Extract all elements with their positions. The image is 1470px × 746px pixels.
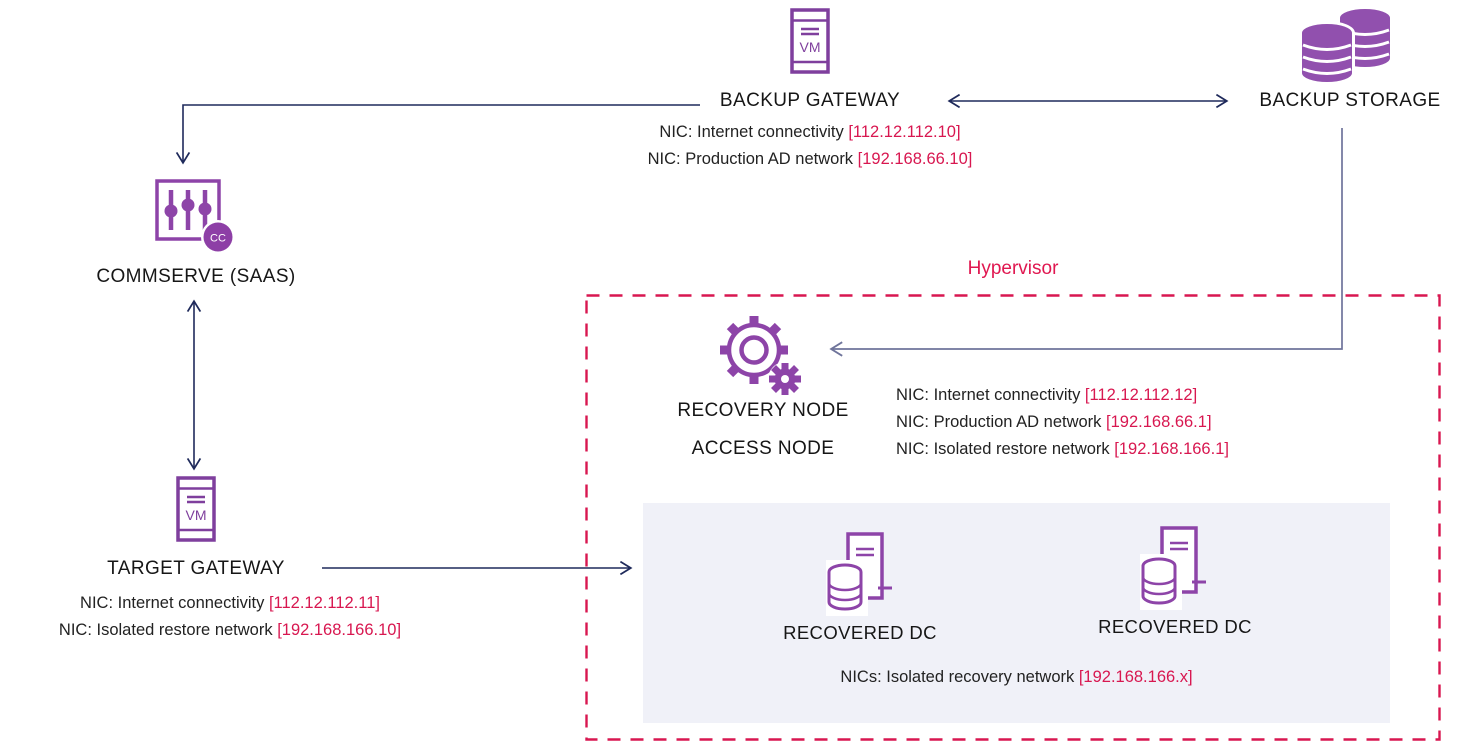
- nic-line: NIC: Production AD network [192.168.66.1…: [535, 146, 1085, 173]
- nic-text: NIC: Internet connectivity: [80, 594, 269, 612]
- nic-line: NIC: Production AD network [192.168.66.1…: [896, 409, 1356, 436]
- nic-ip: [112.12.112.11]: [268, 594, 380, 612]
- nic-line: NIC: Internet connectivity [112.12.112.1…: [896, 382, 1356, 409]
- vm-icon: VM: [790, 8, 830, 74]
- recovered-dc-1-icon-wrap: [826, 532, 896, 616]
- nic-text: NIC: Isolated restore network: [896, 440, 1115, 458]
- nic-ip: [192.168.166.x]: [1078, 668, 1193, 686]
- backup-gateway-icon: VM: [790, 8, 830, 74]
- nic-text: NIC: Internet connectivity: [659, 123, 849, 141]
- target-gateway-icon-wrap: VM: [176, 476, 216, 542]
- cc-badge-label: CC: [210, 233, 226, 245]
- nic-ip: [192.168.166.10]: [277, 621, 402, 639]
- storage-stack-icon: [1302, 9, 1390, 85]
- nic-text: NIC: Isolated restore network: [58, 621, 278, 639]
- nic-text: NIC: Production AD network: [896, 413, 1107, 431]
- commserve-icon-wrap: CC: [154, 178, 240, 258]
- nic-ip: [192.168.166.1]: [1114, 440, 1229, 458]
- commserve-label: COMMSERVE (SAAS): [96, 266, 296, 287]
- access-node-label: ACCESS NODE: [691, 438, 835, 459]
- vm-icon-label: VM: [186, 507, 207, 523]
- recovered-dc-2-icon-wrap: [1140, 526, 1210, 610]
- server-database-icon: [826, 532, 892, 616]
- backup-storage-icon-wrap: [1302, 6, 1394, 86]
- nic-text: NICs: Isolated recovery network: [840, 668, 1079, 686]
- nic-line: NIC: Isolated restore network [192.168.1…: [0, 617, 460, 644]
- vm-icon: VM: [176, 476, 216, 542]
- recovery-node-nics: NIC: Internet connectivity [112.12.112.1…: [896, 382, 1356, 463]
- nic-text: NIC: Internet connectivity: [896, 386, 1085, 404]
- nic-text: NIC: Production AD network: [647, 150, 858, 168]
- target-gateway-label: TARGET GATEWAY: [107, 558, 285, 579]
- hypervisor-label: Hypervisor: [967, 258, 1059, 279]
- nic-ip: [192.168.66.10]: [857, 150, 973, 168]
- backup-storage-label: BACKUP STORAGE: [1259, 90, 1441, 111]
- recovery-node-label: RECOVERY NODE: [677, 400, 849, 421]
- nic-ip: [192.168.66.1]: [1106, 413, 1212, 431]
- commserve-sliders-icon: CC: [155, 179, 235, 254]
- nic-ip: [112.12.112.10]: [848, 123, 961, 141]
- nic-line: NICs: Isolated recovery network [192.168…: [643, 664, 1390, 691]
- nic-line: NIC: Internet connectivity [112.12.112.1…: [535, 119, 1085, 146]
- nic-ip: [112.12.112.12]: [1084, 386, 1198, 404]
- recovered-dc-1-label: RECOVERED DC: [783, 622, 937, 643]
- gears-icon: [720, 316, 802, 396]
- recovery-node-icon-wrap: [718, 314, 810, 404]
- nic-line: NIC: Isolated restore network [192.168.1…: [896, 436, 1356, 463]
- server-database-icon: [1140, 526, 1206, 610]
- target-gateway-nics: NIC: Internet connectivity [112.12.112.1…: [0, 590, 460, 644]
- vm-icon-label: VM: [800, 39, 821, 55]
- recovered-dc-2-label: RECOVERED DC: [1098, 616, 1252, 637]
- backup-gateway-nics: NIC: Internet connectivity [112.12.112.1…: [535, 119, 1085, 173]
- recovered-group-nics: NICs: Isolated recovery network [192.168…: [643, 664, 1390, 691]
- nic-line: NIC: Internet connectivity [112.12.112.1…: [0, 590, 460, 617]
- backup-gateway-label: BACKUP GATEWAY: [719, 90, 901, 111]
